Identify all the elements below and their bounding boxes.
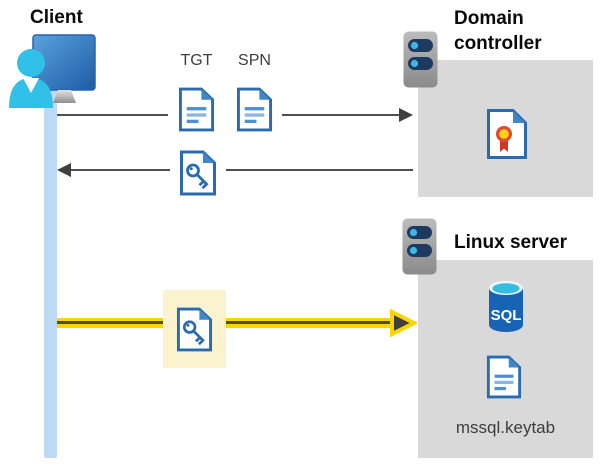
client-title: Client [30, 7, 83, 28]
tgt-label: TGT [180, 52, 213, 69]
key-document-group [170, 144, 226, 202]
ticket-arrow-core-line [57, 321, 395, 324]
service-ticket-key-icon [176, 307, 213, 351]
sql-database-icon: SQL [489, 281, 523, 332]
tgt-document-icon [178, 87, 214, 132]
key-document-icon [180, 150, 216, 196]
sql-label: SQL [491, 307, 522, 324]
arrowhead-right-icon [399, 108, 413, 122]
client-session-line [44, 85, 57, 458]
certificate-icon [487, 109, 527, 159]
ticket-documents-group [168, 83, 282, 136]
spn-document-icon [236, 87, 272, 132]
client-workstation-icon [9, 34, 96, 108]
spn-label: SPN [238, 52, 271, 69]
keytab-filename: mssql.keytab [455, 418, 556, 437]
ticket-arrowhead-icon [390, 308, 417, 338]
ticket-highlight-box [163, 290, 226, 368]
domain-controller-server-icon [403, 31, 438, 88]
linux-server-title: Linux server [454, 232, 567, 253]
domain-controller-title: Domain controller [454, 8, 542, 54]
linux-server-icon [402, 218, 437, 275]
keytab-document-icon [486, 355, 522, 399]
arrowhead-left-icon [57, 163, 71, 177]
response-arrow-line [68, 169, 413, 171]
